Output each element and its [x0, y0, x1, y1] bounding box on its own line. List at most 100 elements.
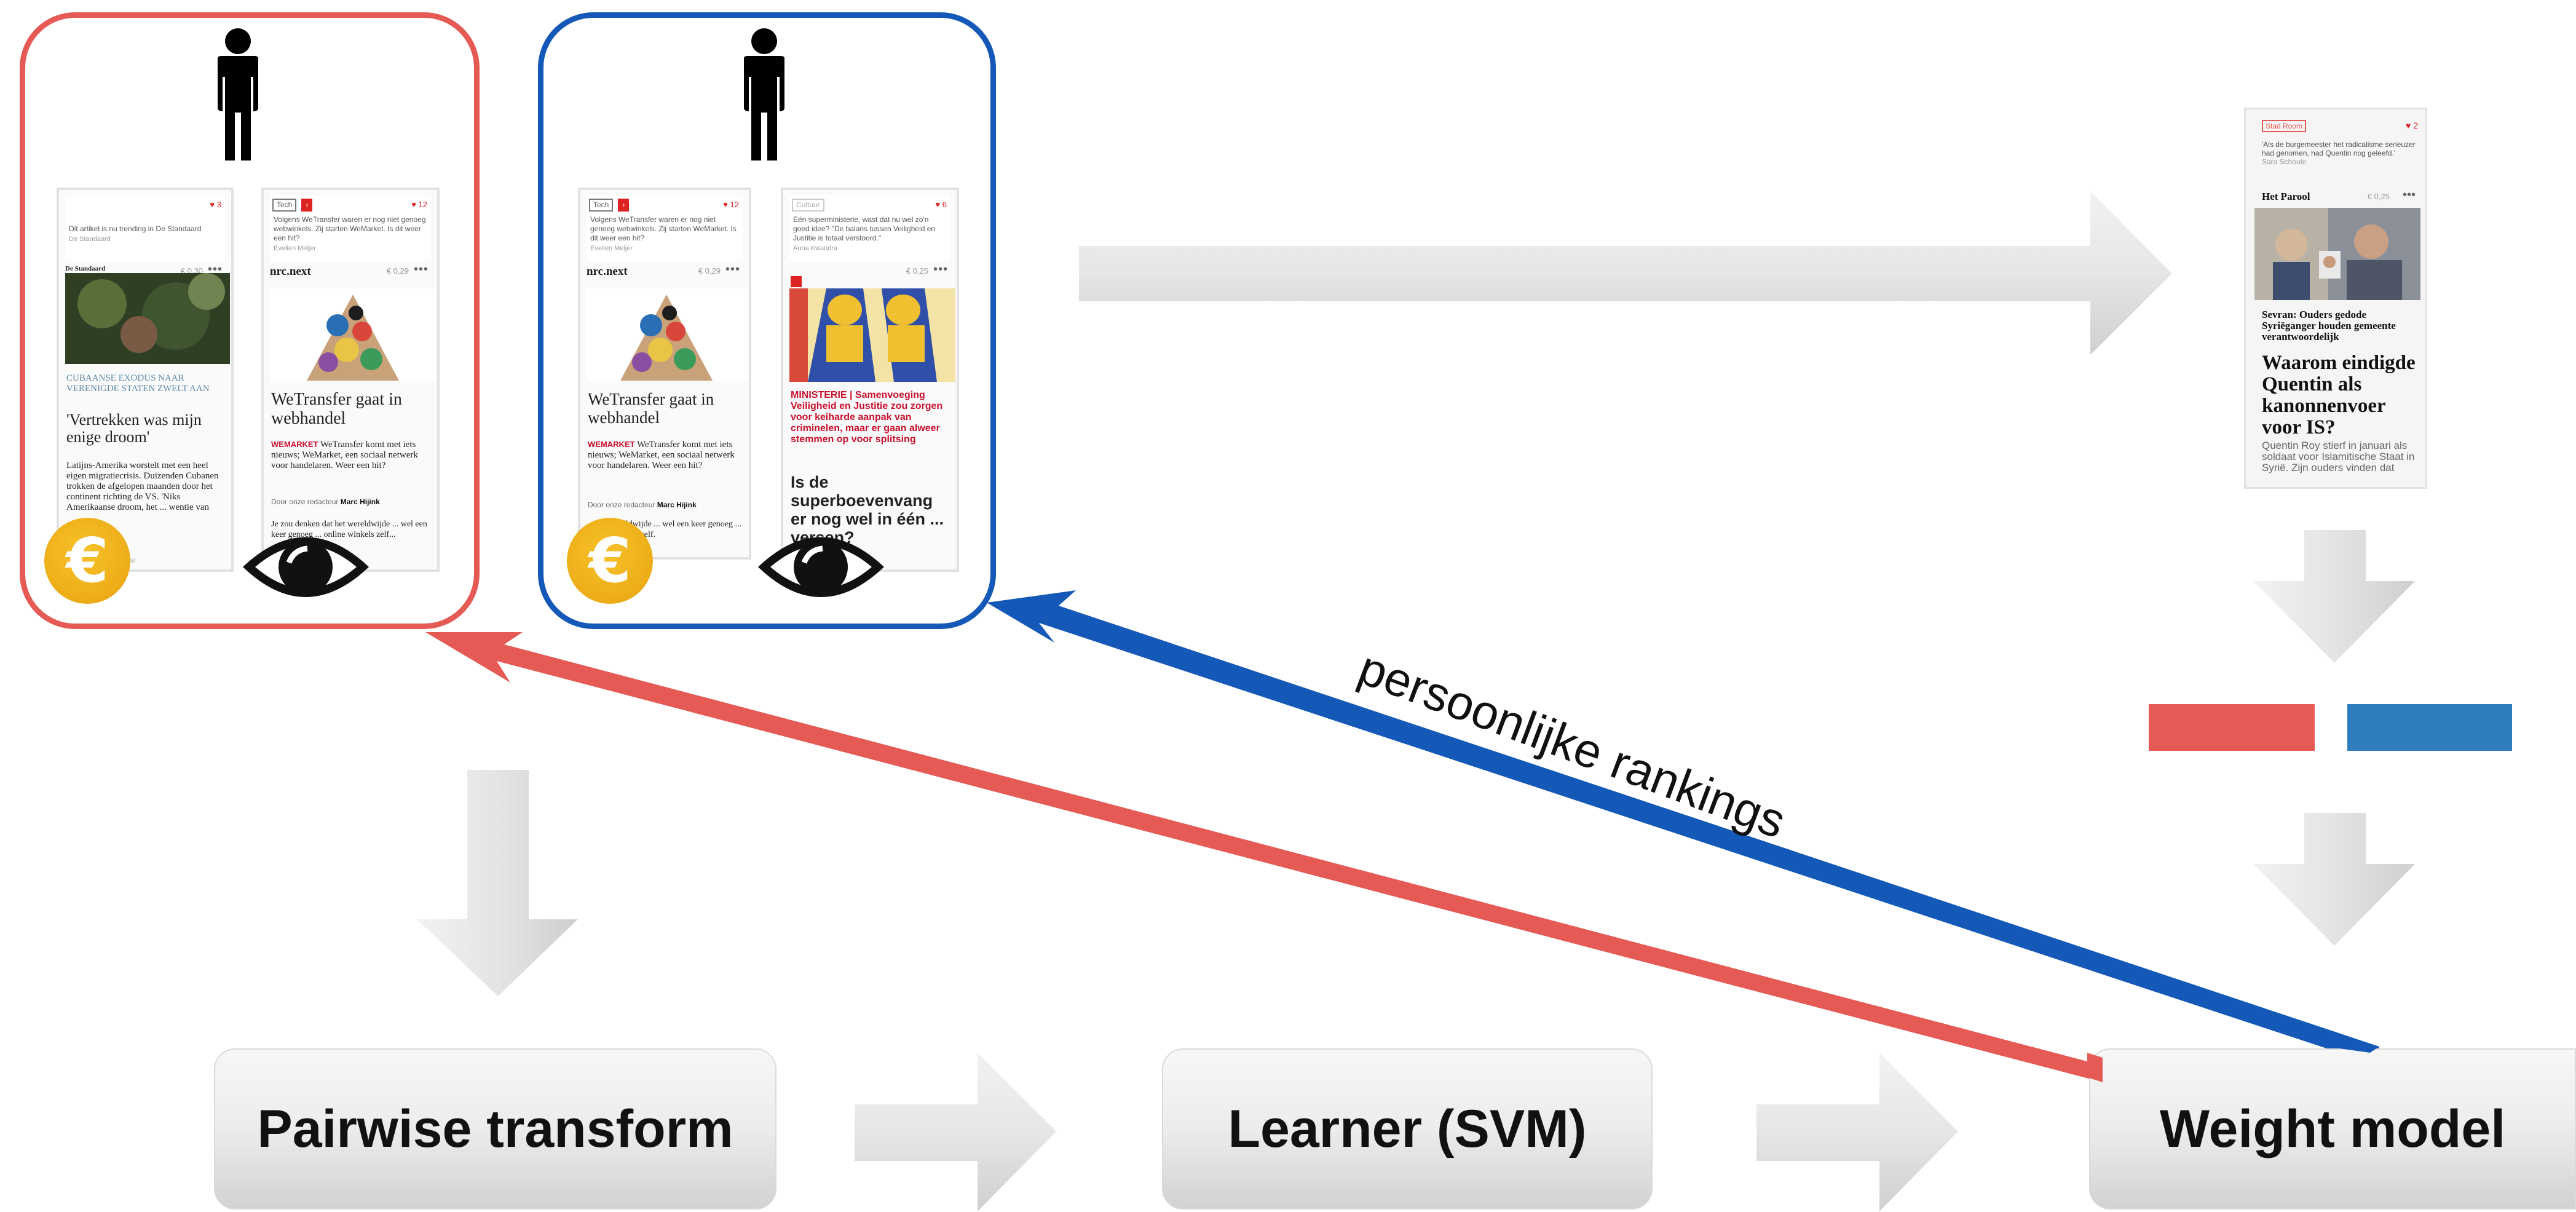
more-icon[interactable]: •••: [2402, 188, 2416, 202]
euro-icon: €: [567, 518, 653, 604]
heart-icon[interactable]: ♥ 2: [2406, 121, 2418, 130]
price-label: € 0,25: [906, 266, 928, 275]
price-label: € 0,29: [386, 266, 409, 275]
byline-prefix: Door onze redacteur: [271, 497, 339, 506]
byline-name: Marc Hijink: [657, 501, 697, 509]
article-headline: Waarom eindigde Quentin als kanonnenvoer…: [2262, 352, 2416, 438]
source-logo: nrc.next: [587, 265, 628, 278]
article-headline: Is de superboevenvang er nog wel in één …: [791, 473, 944, 547]
price-label: € 0,25: [2367, 192, 2390, 201]
like-count: 2: [2413, 121, 2418, 130]
like-count: 12: [418, 200, 427, 209]
like-count: 3: [216, 200, 221, 209]
article-headline: 'Vertrekken was mijn enige droom': [66, 411, 202, 446]
teaser-author: De Standaard: [69, 236, 111, 243]
article-photo: [65, 273, 230, 364]
article-photo: [587, 288, 748, 381]
byline-prefix: Door onze redacteur: [588, 501, 655, 509]
article-photo: [270, 288, 436, 381]
step-label: Weight model: [2159, 1099, 2506, 1159]
card-teaser: ♥ 3 Dit artikel is nu trending in De Sta…: [65, 195, 225, 261]
article-byline: Door onze redacteur Marc Hijink: [588, 501, 741, 509]
user-panel-a: [20, 12, 480, 629]
article-body: WEMARKET WeTransfer komt met iets nieuws…: [271, 439, 430, 471]
category-tag[interactable]: Tech: [589, 199, 614, 212]
byline-name: Marc Hijink: [340, 497, 380, 506]
like-count: 12: [730, 200, 739, 209]
teaser-author: Evelien Meijer: [590, 245, 633, 252]
arrow-pairwise-to-learner: [855, 1053, 1056, 1211]
article-card[interactable]: ♥ 3 Dit artikel is nu trending in De Sta…: [57, 188, 234, 572]
card-teaser: Tech › ♥ 12 Volgens WeTransfer waren er n…: [270, 195, 431, 261]
teaser-text: 'Als de burgemeester het radicalisme ser…: [2262, 140, 2417, 166]
article-headline: WeTransfer gaat in webhandel: [588, 390, 714, 427]
more-icon[interactable]: •••: [413, 263, 429, 276]
article-headline: WeTransfer gaat in webhandel: [271, 390, 402, 428]
user-panel-b: [538, 12, 996, 629]
body-text: WeTransfer komt met iets nieuws; WeMarke…: [271, 440, 418, 470]
article-card[interactable]: Cultuur ♥ 6 Eén superministerie, wast da…: [781, 188, 959, 572]
teaser-text: Dit artikel is nu trending in De Standaa…: [69, 224, 202, 233]
person-icon: [744, 28, 784, 160]
teaser-text: Eén superministerie, wast dat nu wel zo'…: [793, 215, 936, 242]
teaser-text: Volgens WeTransfer waren er nog niet gen…: [590, 215, 737, 242]
pairwise-transform-box: Pairwise transform: [214, 1048, 776, 1210]
article-photo: [2254, 208, 2420, 300]
article-photo: [789, 288, 955, 382]
more-icon[interactable]: •••: [933, 263, 948, 276]
source-logo: De Standaard: [65, 265, 106, 272]
share-icon[interactable]: ›: [618, 199, 630, 212]
teaser-text: Volgens WeTransfer waren er nog niet gen…: [274, 215, 426, 242]
teaser-author: Anna Kwandra: [793, 245, 838, 252]
quote-author: Sara Schoute: [2262, 157, 2307, 166]
category-tag[interactable]: Cultuur: [792, 199, 824, 212]
article-subheadline: Sevran: Ouders gedode Syriëganger houden…: [2262, 309, 2396, 343]
arrow-learner-to-weights: [1756, 1053, 1958, 1211]
article-card[interactable]: Tech › ♥ 12 Volgens WeTransfer waren er n…: [261, 188, 440, 572]
feedback-arrow-red: [425, 632, 2103, 1082]
article-kicker: MINISTERIE | Samenvoeging Veiligheid en …: [791, 390, 943, 445]
arrow-to-result: [1079, 191, 2172, 355]
article-footer: Je zou denken dat het wereldwijde ... we…: [271, 520, 427, 539]
euro-icon: €: [44, 518, 130, 604]
share-icon[interactable]: ›: [301, 199, 313, 212]
user-b-score-bar: [2347, 704, 2512, 751]
more-icon[interactable]: •••: [207, 263, 223, 276]
step-label: Learner (SVM): [1228, 1099, 1587, 1159]
learner-svm-box: Learner (SVM): [1162, 1048, 1653, 1210]
heart-icon[interactable]: ♥ 12: [723, 200, 739, 209]
feedback-arrow-blue: [987, 590, 2379, 1064]
heart-icon[interactable]: ♥ 12: [411, 200, 427, 209]
step-label: Pairwise transform: [257, 1099, 733, 1159]
person-icon: [218, 28, 258, 160]
ranked-article-card[interactable]: Stad Room ♥ 2 'Als de burgemeester het r…: [2244, 108, 2427, 489]
arrow-result-to-bars: [2253, 530, 2415, 663]
arrow-bars-to-weights: [2253, 813, 2415, 946]
category-tag[interactable]: Stad Room: [2262, 120, 2307, 132]
article-kicker: CUBAANSE EXODUS NAAR VERENIGDE STATEN ZW…: [66, 373, 210, 394]
article-byline: Door onze redacteur Marc Hijink: [271, 497, 430, 506]
weight-model-box: Weight model: [2089, 1048, 2576, 1210]
price-label: € 0,29: [698, 266, 721, 275]
source-logo: Het Parool: [2262, 191, 2310, 202]
like-count: 6: [942, 200, 947, 209]
more-icon[interactable]: •••: [725, 263, 740, 276]
eye-icon: [758, 537, 884, 597]
body-text: WeTransfer komt met iets nieuws; WeMarke…: [588, 440, 735, 470]
article-body: WEMARKET WeTransfer komt met iets nieuws…: [588, 439, 741, 471]
heart-icon[interactable]: ♥ 3: [210, 200, 221, 209]
quote-text: 'Als de burgemeester het radicalisme ser…: [2262, 140, 2416, 157]
teaser-author: Evelien Meijer: [274, 245, 317, 252]
article-card[interactable]: Tech › ♥ 12 Volgens WeTransfer waren er n…: [578, 188, 751, 560]
eye-icon: [243, 537, 369, 597]
heart-icon[interactable]: ♥ 6: [935, 200, 947, 209]
lead-label: WEMARKET: [271, 440, 318, 449]
category-tag[interactable]: Tech: [272, 199, 297, 212]
card-teaser: Tech › ♥ 12 Volgens WeTransfer waren er n…: [587, 195, 743, 261]
article-body: Latijns-Amerika worstelt met een heel ei…: [66, 461, 219, 512]
article-body: Quentin Roy stierf in januari als soldaa…: [2262, 440, 2415, 473]
user-a-score-bar: [2149, 704, 2315, 751]
arrow-to-pairwise: [417, 770, 578, 996]
lead-label: WEMARKET: [588, 440, 635, 449]
source-logo: nrc.next: [270, 265, 311, 278]
